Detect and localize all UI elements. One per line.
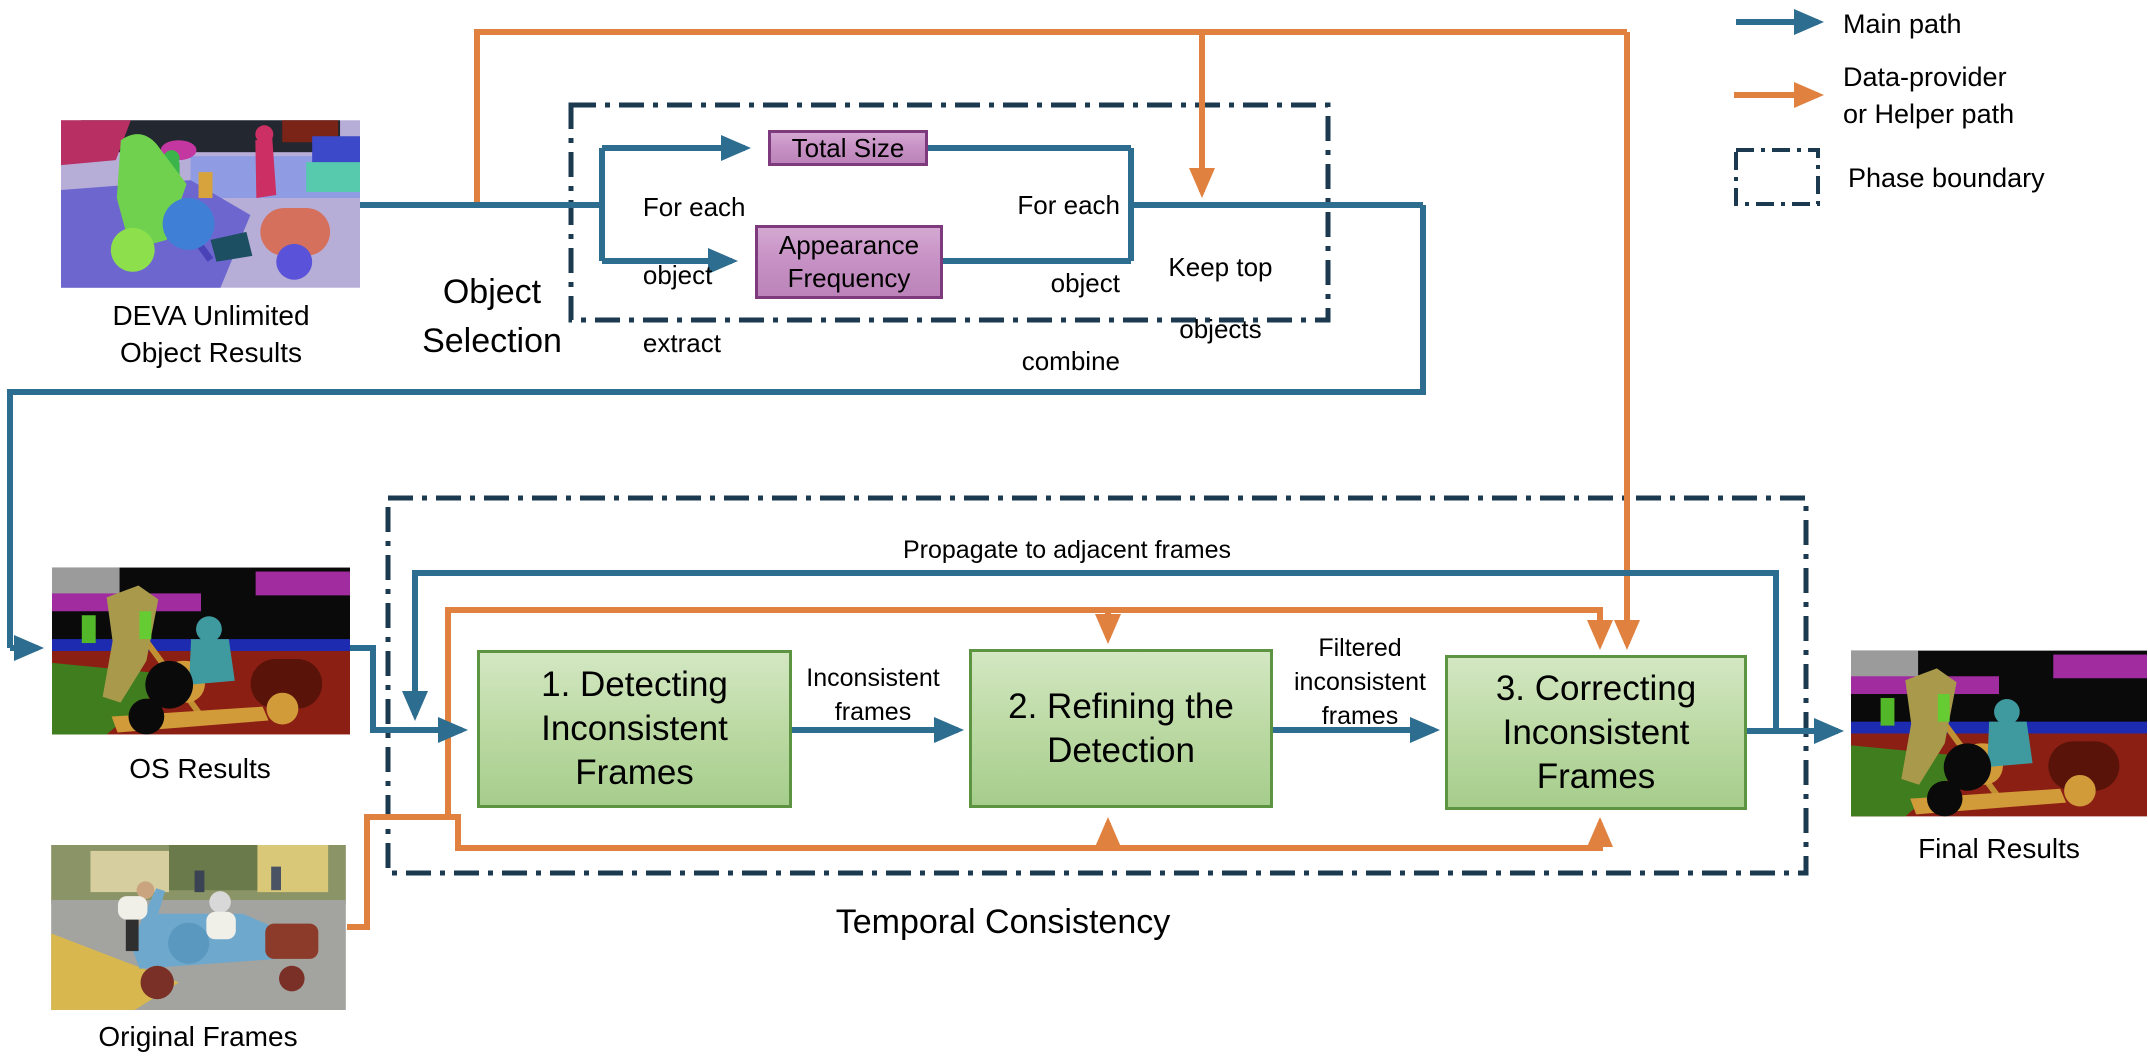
extract-line1: For each — [642, 192, 746, 222]
helper-top-rail-to-box3 — [445, 607, 1613, 817]
inconsistent-line1: Inconsistent — [806, 664, 940, 692]
deva-caption: DEVA Unlimited Object Results — [36, 297, 386, 371]
phase-boundary-temporal-consistency — [385, 495, 1809, 876]
final-results-thumbnail — [1851, 650, 2147, 817]
main-path-connectors — [7, 135, 1844, 744]
refining-the-detection-box: 2. Refining the Detection — [969, 649, 1273, 808]
box3-line1: 3. Correcting — [1495, 668, 1697, 708]
helper-deva-top-rail — [474, 29, 1627, 207]
deva-caption-line2: Object Results — [119, 337, 303, 368]
box3-line2: Inconsistent — [1502, 712, 1690, 752]
os-results-thumbnail — [52, 567, 350, 735]
total-size-label: Total Size — [791, 132, 905, 163]
helper-path-connectors — [347, 29, 1640, 930]
box2-line1: 2. Refining the — [1008, 686, 1234, 726]
correcting-inconsistent-frames-box: 3. Correcting Inconsistent Frames — [1445, 655, 1747, 810]
for-each-combine-label: For each object combine — [980, 147, 1120, 420]
legend-main-path-label: Main path — [1843, 9, 1962, 39]
extract-line3: extract — [642, 328, 721, 358]
box1-line2: Inconsistent — [541, 709, 728, 748]
box3-line3: Frames — [1536, 756, 1656, 796]
appearance-frequency-label-line1: Appearance — [778, 230, 920, 260]
original-frames-thumbnail — [51, 845, 346, 1010]
phase-boundary-object-selection — [568, 102, 1331, 323]
legend-phase-boundary-icon — [1734, 148, 1820, 206]
extract-line2: object — [642, 260, 713, 290]
filtered-line1: Filtered — [1318, 634, 1402, 662]
for-each-extract-label: For each object extract — [614, 156, 746, 394]
inconsistent-frames-label: Inconsistent frames — [791, 661, 955, 729]
box2-line2: Detection — [1047, 730, 1195, 770]
main-loop-to-os — [7, 205, 1426, 648]
legend-helper-path-label: Data-provider or Helper path — [1843, 59, 2014, 133]
filtered-line2: inconsistent — [1293, 668, 1427, 696]
appearance-frequency-label-line2: Frequency — [787, 263, 911, 293]
deva-results-thumbnail — [61, 120, 360, 288]
deva-caption-line1: DEVA Unlimited — [112, 300, 310, 331]
legend-helper-line2: or Helper path — [1843, 99, 2015, 129]
combine-line1: For each — [1017, 190, 1120, 220]
temporal-consistency-phase-label: Temporal Consistency — [835, 903, 1171, 941]
combine-line3: combine — [1021, 346, 1120, 376]
main-propagate-feedback — [402, 570, 1779, 731]
keep-top-line2: objects — [1179, 314, 1262, 344]
object-selection-label-line1: Object — [442, 273, 542, 311]
appearance-frequency-box: Appearance Frequency — [755, 225, 943, 299]
total-size-box: Total Size — [768, 130, 928, 166]
inconsistent-line2: frames — [834, 698, 912, 726]
filtered-line3: frames — [1321, 702, 1399, 730]
combine-line2: object — [1050, 268, 1120, 298]
legend-helper-line1: Data-provider — [1843, 62, 2007, 92]
box1-line3: Frames — [575, 753, 694, 792]
detecting-inconsistent-frames-box: 1. Detecting Inconsistent Frames — [477, 650, 792, 808]
keep-top-objects-label: Keep top objects — [1136, 221, 1276, 376]
original-frames-caption: Original Frames — [98, 1021, 298, 1052]
box1-line1: 1. Detecting — [541, 665, 728, 704]
propagate-label: Propagate to adjacent frames — [903, 536, 1231, 564]
helper-original-frames-bottom-rail — [347, 814, 1613, 930]
filtered-frames-label: Filtered inconsistent frames — [1278, 631, 1442, 733]
os-results-caption: OS Results — [129, 753, 271, 784]
legend-phase-boundary-label: Phase boundary — [1848, 163, 2045, 193]
object-selection-label-line2: Selection — [422, 322, 562, 360]
keep-top-line1: Keep top — [1168, 252, 1273, 282]
main-os-to-box1 — [350, 645, 468, 743]
object-selection-phase-label: Object Selection — [372, 268, 612, 366]
final-results-caption: Final Results — [1918, 833, 2080, 864]
